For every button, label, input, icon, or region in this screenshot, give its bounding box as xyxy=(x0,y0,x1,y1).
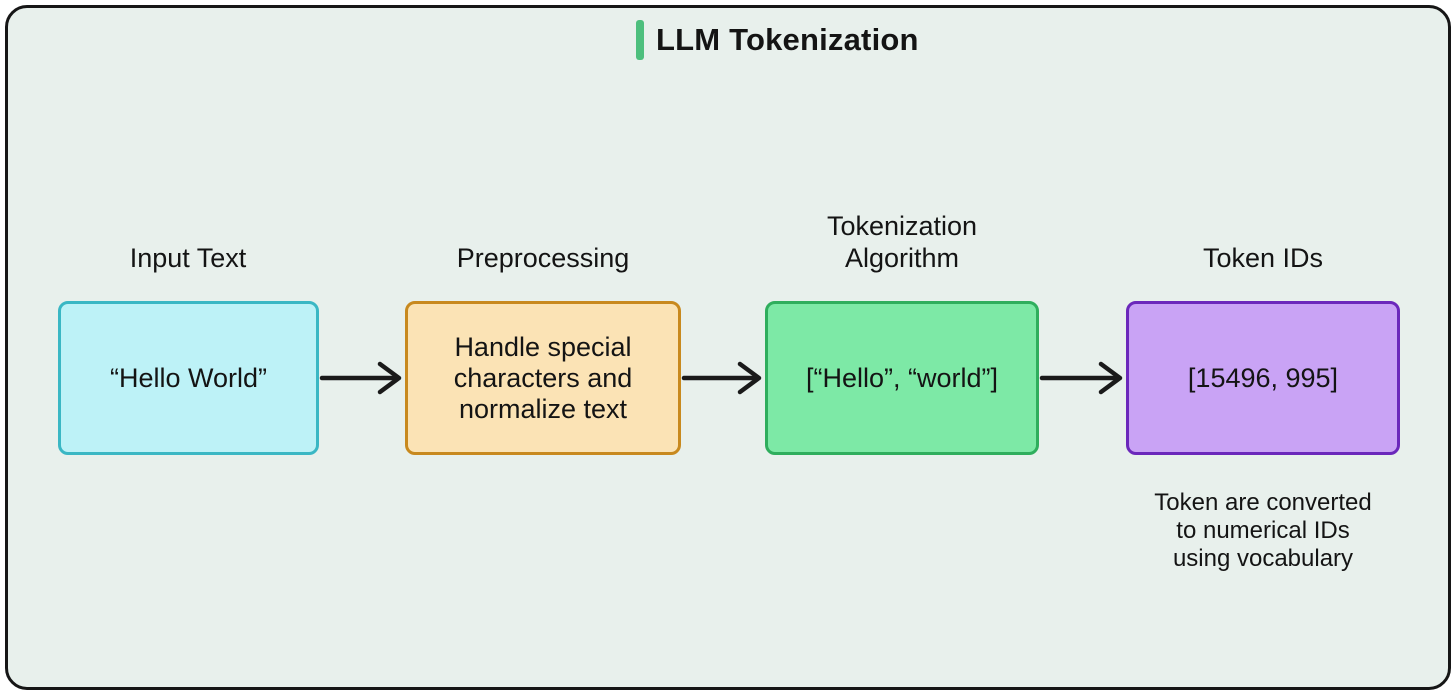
stage-label-tokenization-algorithm: Tokenization Algorithm xyxy=(826,211,978,273)
preprocessing-box: Handle special characters and normalize … xyxy=(405,301,681,455)
arrow-right-icon xyxy=(681,356,765,400)
tokenization-algorithm-box: [“Hello”, “world”] xyxy=(765,301,1039,455)
arrow-right-icon xyxy=(319,356,405,400)
token-ids-caption: Token are converted to numerical IDs usi… xyxy=(1154,489,1372,572)
token-list-value: [“Hello”, “world”] xyxy=(805,362,999,393)
token-ids-value: [15496, 995] xyxy=(1187,362,1339,393)
stage-label-input-text: Input Text xyxy=(129,243,247,273)
stage-label-preprocessing: Preprocessing xyxy=(456,243,630,273)
title-accent-bar xyxy=(636,20,644,60)
title-row: LLM Tokenization xyxy=(636,20,919,60)
page-title: LLM Tokenization xyxy=(656,22,919,57)
input-text-value: “Hello World” xyxy=(109,362,268,393)
input-text-box: “Hello World” xyxy=(58,301,319,455)
arrow-right-icon xyxy=(1039,356,1126,400)
stage-label-token-ids: Token IDs xyxy=(1202,243,1324,273)
preprocessing-description: Handle special characters and normalize … xyxy=(453,331,633,424)
token-ids-box: [15496, 995] xyxy=(1126,301,1400,455)
